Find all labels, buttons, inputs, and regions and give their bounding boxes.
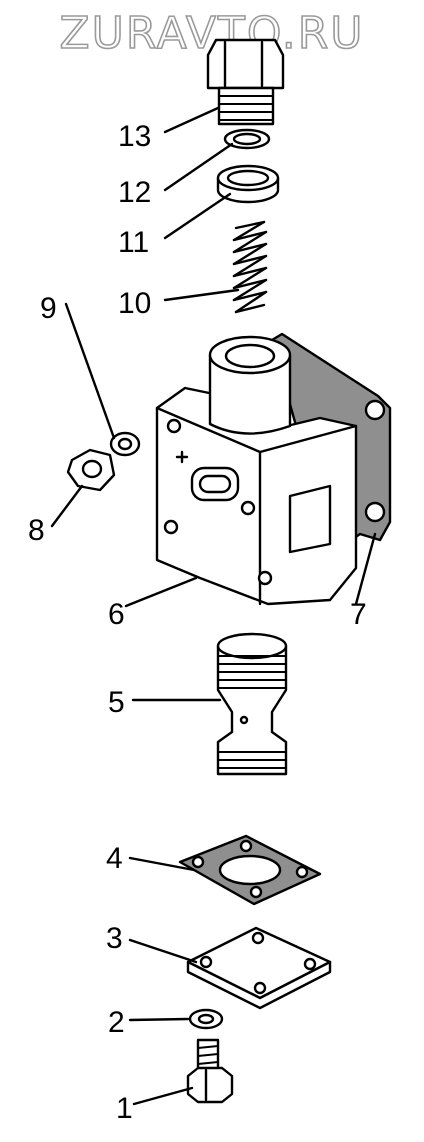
part-2-lock-washer: [188, 1008, 224, 1030]
leader-7: [354, 532, 377, 606]
leader-6: [124, 576, 198, 608]
part-11-ring: [216, 164, 280, 204]
callout-13: 13: [118, 120, 151, 153]
callout-5: 5: [108, 686, 125, 719]
part-10-spring: [232, 220, 268, 314]
callout-4: 4: [106, 842, 123, 875]
part-8-nut: [66, 448, 116, 492]
part-5-valve-piston: [216, 632, 288, 776]
leader-11: [163, 192, 232, 240]
leader-13: [163, 106, 220, 134]
callout-8: 8: [28, 514, 45, 547]
leader-2: [128, 1017, 190, 1022]
callout-12: 12: [118, 176, 151, 209]
leader-12: [163, 142, 234, 192]
leader-8: [50, 484, 84, 528]
callout-3: 3: [106, 922, 123, 955]
part-3-cover-plate: [186, 926, 332, 1010]
leader-9: [64, 302, 116, 440]
callout-9: 9: [40, 292, 57, 325]
watermark-text: ZURAVTO.RU: [59, 8, 364, 59]
leader-lines: [50, 106, 377, 1106]
leader-4: [128, 856, 196, 872]
callout-7: 7: [350, 598, 367, 631]
leader-3: [128, 938, 198, 964]
callout-labels: 13 12 11 10 9 8 6 7 5 4 3 2 1: [28, 120, 367, 1125]
callout-10: 10: [118, 287, 151, 320]
part-12-washer: [223, 128, 271, 150]
leader-10: [163, 288, 240, 302]
part-9-lock-washer: [109, 431, 141, 457]
part-6-valve-body: [155, 335, 358, 606]
part-13-plug: [206, 38, 285, 126]
callout-6: 6: [108, 598, 125, 631]
leader-1: [132, 1086, 194, 1106]
part-1-bolt: [186, 1038, 234, 1104]
callout-2: 2: [108, 1006, 125, 1039]
part-4-cover-gasket: [178, 834, 322, 906]
callout-11: 11: [118, 226, 149, 259]
callout-1: 1: [116, 1092, 133, 1125]
